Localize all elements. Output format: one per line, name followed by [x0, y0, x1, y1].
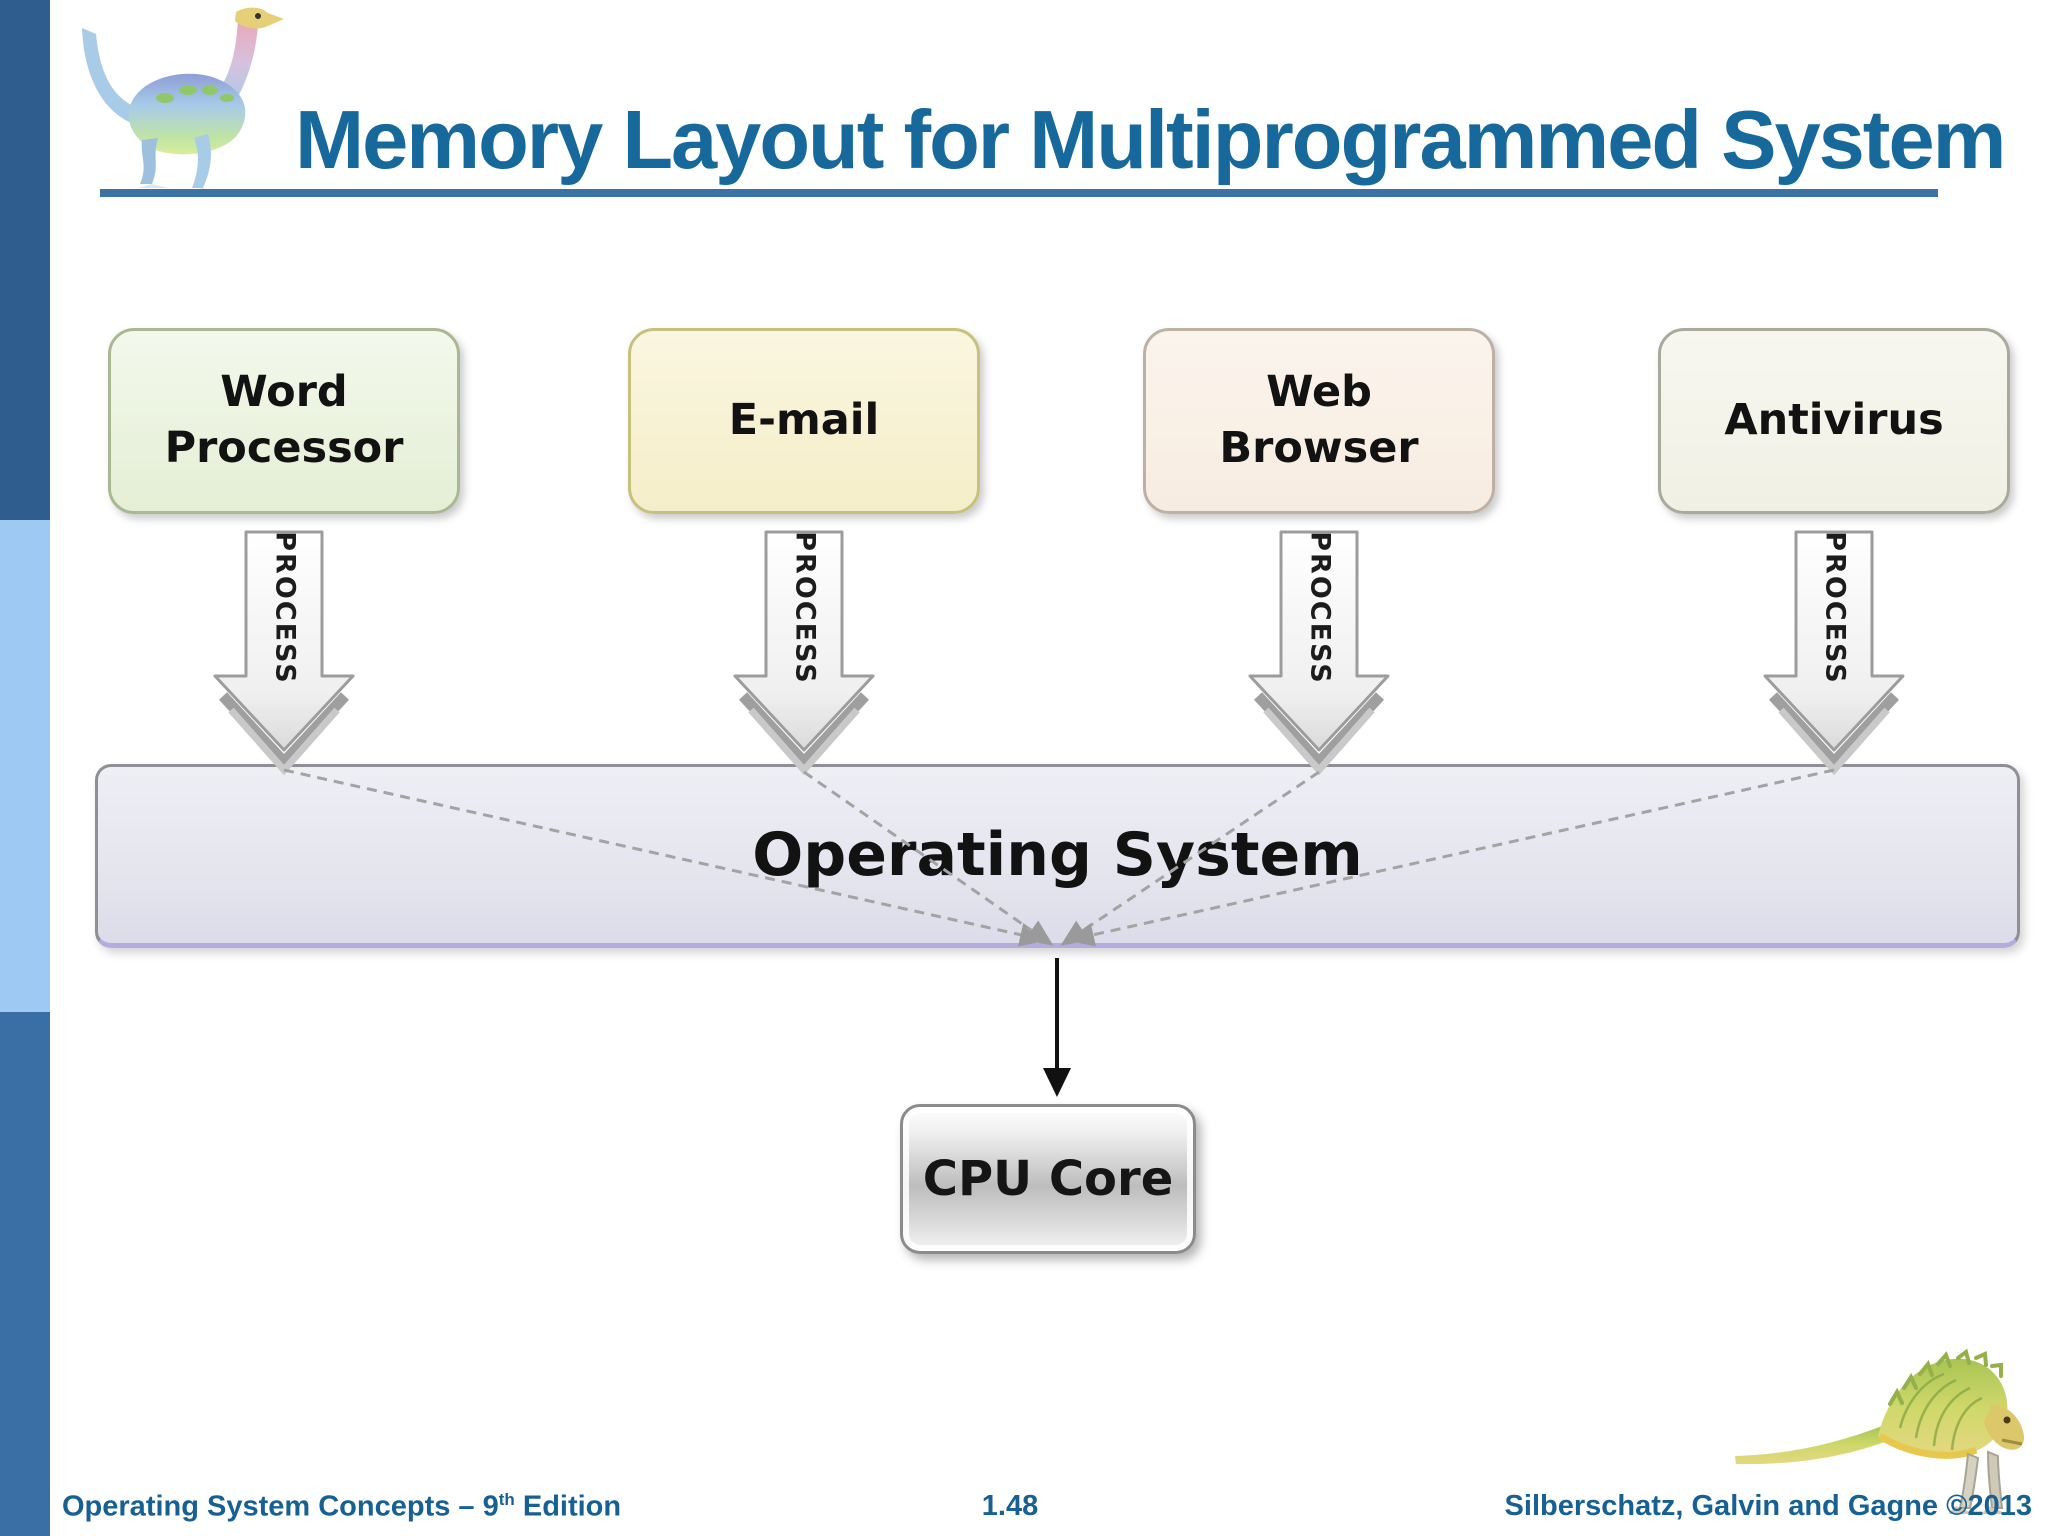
footer-authors: Silberschatz, Galvin and Gagne ©2013: [1504, 1490, 2032, 1522]
page-number: 1.48: [981, 1490, 1039, 1522]
process-arrow-icon: PROCESS: [213, 530, 355, 776]
os-bar: Operating System: [95, 764, 2020, 948]
os-label: Operating System: [752, 820, 1363, 890]
dinosaur-mascot-icon: [1735, 1348, 2025, 1514]
cpu-label: CPU Core: [922, 1151, 1174, 1207]
sidebar-stripe-bottom: [0, 1012, 50, 1536]
process-arrow-icon: PROCESS: [1763, 530, 1905, 776]
cpu-core-box: CPU Core: [900, 1104, 1196, 1254]
dinosaur-logo-icon: [82, 7, 284, 192]
slide-title: Memory Layout for Multiprogrammed System: [295, 93, 2006, 186]
process-label: PROCESS: [270, 531, 301, 684]
process-label: PROCESS: [1305, 531, 1336, 684]
process-arrow-icon: PROCESS: [1248, 530, 1390, 776]
title-underline: [100, 189, 1938, 197]
app-label: Word Processor: [164, 367, 404, 473]
os-to-cpu-arrow: [1043, 958, 1071, 1097]
footer-course-text: Operating System Concepts – 9: [62, 1490, 499, 1523]
app-box-word-processor: Word Processor: [108, 328, 460, 514]
app-box-antivirus: Antivirus: [1658, 328, 2010, 514]
app-box-email: E-mail: [628, 328, 980, 514]
app-label: Web Browser: [1219, 367, 1419, 473]
footer-course-title: Operating System Concepts – 9th Edition: [62, 1490, 621, 1524]
footer-edition-text: Edition: [514, 1490, 622, 1523]
app-label: E-mail: [728, 395, 880, 446]
process-arrow-icon: PROCESS: [733, 530, 875, 776]
app-label: Antivirus: [1724, 395, 1944, 446]
app-box-web-browser: Web Browser: [1143, 328, 1495, 514]
footer-edition-sup: th: [498, 1490, 515, 1509]
sidebar-stripe-middle: [0, 520, 50, 1012]
sidebar-stripe-top: [0, 0, 50, 520]
process-label: PROCESS: [790, 531, 821, 684]
process-label: PROCESS: [1820, 531, 1851, 684]
